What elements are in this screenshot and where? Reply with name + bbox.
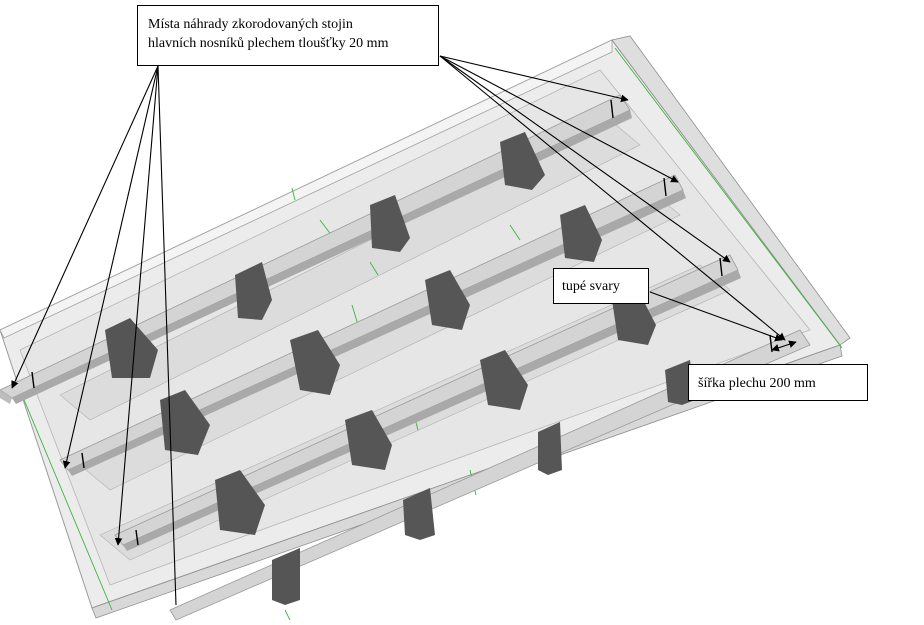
callout-width-text: šířka plechu 200 mm [698,376,816,391]
deck-plate-top [0,39,613,339]
main-girder-3 [114,254,741,551]
width-dimension-arrow [771,340,797,352]
callout-replacement-locations: Místa náhrady zkorodovaných stojin hlavn… [137,5,439,66]
callout-welds-text: tupé svary [562,279,620,294]
callout-butt-welds: tupé svary [553,268,649,304]
callout-main-line2: hlavních nosníků plechem tloušťky 20 mm [148,36,389,51]
deck-rim-right [611,35,851,346]
main-girder-2 [59,174,686,476]
callout-plate-width: šířka plechu 200 mm [688,364,868,401]
leader-lines [11,55,786,546]
callout-main-line1: Místa náhrady zkorodovaných stojin [148,17,353,32]
main-girder-4 [169,329,811,621]
leader-line-down [157,65,177,606]
